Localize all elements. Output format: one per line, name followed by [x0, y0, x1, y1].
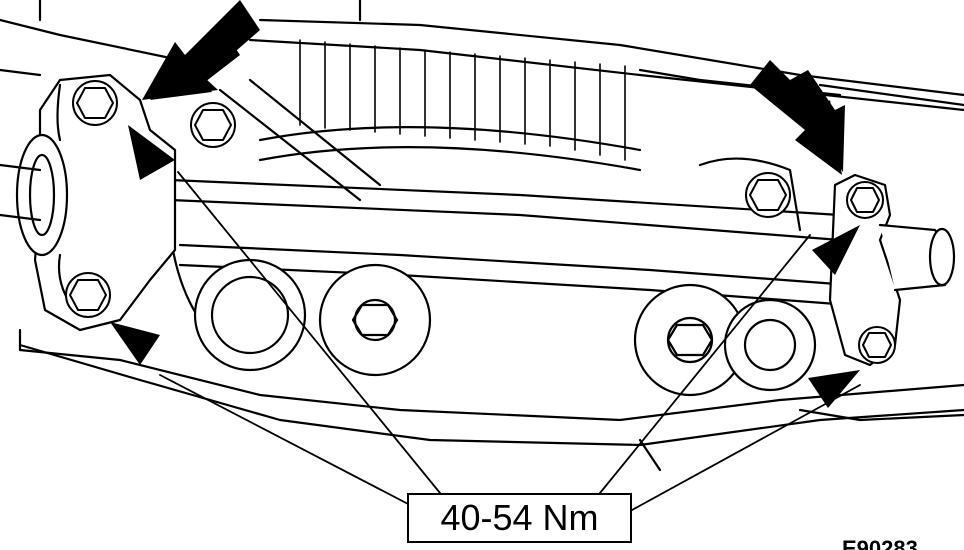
- bolt-upper-right-housing: [745, 172, 791, 218]
- arrow-right-upper: [812, 225, 860, 275]
- arrow-top-right-2: [790, 70, 845, 172]
- arrow-top-left-1: [142, 0, 260, 100]
- bolt-bottom-right: [858, 326, 896, 364]
- bolt-top-right: [846, 181, 884, 219]
- arrow-top-right-1: [750, 60, 842, 175]
- housing-bushings: [193, 258, 817, 397]
- arrow-left-upper: [128, 125, 175, 180]
- arrow-top-left-2: [150, 40, 240, 100]
- bolt-bottom-left: [65, 272, 111, 318]
- leader-lines: [159, 171, 861, 511]
- housing-ribs: [299, 39, 626, 161]
- arrow-right-lower: [808, 370, 860, 408]
- hex-bolt-icon: [65, 80, 896, 364]
- right-mount-bracket: [828, 173, 956, 367]
- figure-id: E90283: [842, 536, 918, 550]
- torque-spec-label: 40-54 Nm: [407, 493, 632, 543]
- bolt-upper-left-housing: [190, 102, 236, 148]
- crossmember-beam: [168, 78, 852, 307]
- black-arrow-icon: [110, 0, 860, 408]
- bolt-top-left: [72, 80, 118, 126]
- lower-housing: [18, 228, 964, 472]
- arrow-left-lower: [110, 322, 160, 365]
